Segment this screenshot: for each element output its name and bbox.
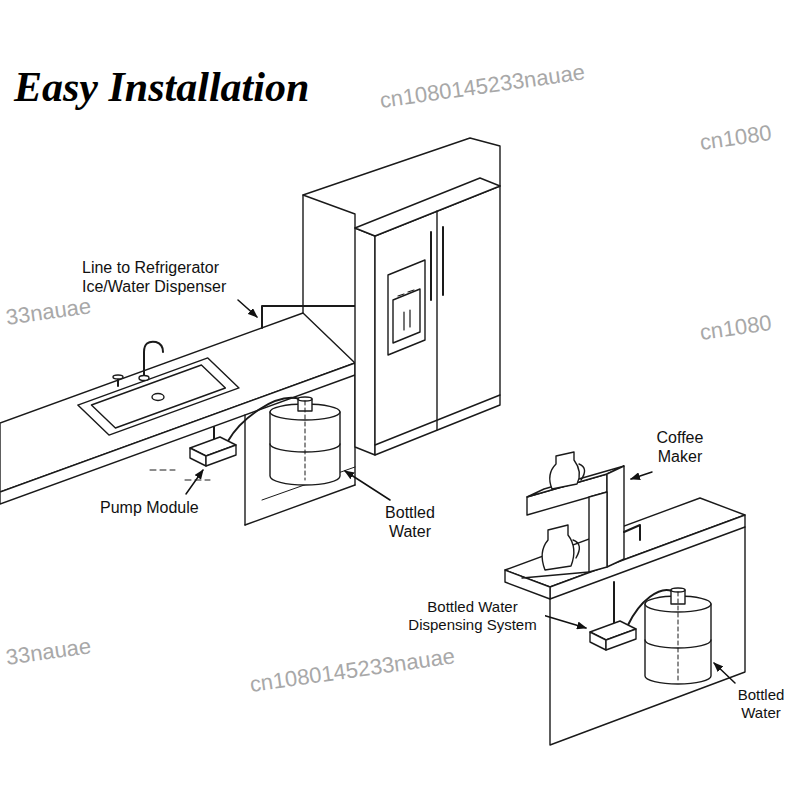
coffee-maker [542,525,574,570]
watermark: cn1080145233nauae [378,59,586,114]
watermark-box: cn1080145233nauae [378,59,586,114]
counter [505,570,550,599]
tall-cabinet [303,195,355,228]
callout-label: Bottled Water [730,686,792,722]
refrigerator [375,395,500,445]
sink [144,342,163,378]
watermark-box: cn1080 [698,120,773,156]
sink [139,376,149,381]
title-box: Easy Installation [14,64,309,110]
coffee-maker [573,540,579,558]
callout-box: Bottled Water [370,503,450,541]
callout-label: Bottled Water [370,503,450,541]
watermark-box: 33nauae [4,633,92,671]
watermark-box: cn1080 [698,310,773,346]
under-counter-bay [150,470,210,480]
refrigerator [431,227,443,300]
callout-label: Line to Refrigerator Ice/Water Dispenser [80,258,260,296]
coffee-maker [522,572,589,578]
callout-box: Bottled Water [730,686,792,722]
water-bottle [678,592,679,680]
leader-arrow [186,470,203,494]
pump-module [590,621,636,650]
supply-pipe [624,525,640,540]
water-bottle [645,588,711,684]
water-bottle [298,397,312,401]
refrigerator [388,260,425,355]
sink [152,394,164,401]
refrigerator [436,211,437,430]
kitchen-counter [0,313,355,504]
callout-label: Bottled Water Dispensing System [400,598,545,634]
coffee-maker [550,452,580,489]
refrigerator [355,178,500,455]
watermark-box: 33nauae [4,293,92,331]
watermark: 33nauae [4,633,92,671]
refrigerator [393,289,420,343]
water-bottle [305,401,306,480]
pump-module [590,632,606,650]
callout-box: Pump Module [98,498,218,517]
leader-arrow [345,471,390,500]
watermark: cn1080 [698,120,773,156]
callout-box: Coffee Maker [640,428,720,466]
sink [113,375,123,379]
coffee-maker [522,452,624,578]
watermark: cn1080 [698,310,773,346]
leader-arrow [238,300,257,317]
water-bottle [270,397,340,485]
title: Easy Installation [14,64,309,110]
refrigerator [398,290,414,330]
counter [550,515,745,599]
watermark: 33nauae [4,293,92,331]
watermark: cn1080145233nauae [248,643,456,698]
refrigerator [355,178,500,236]
callout-box: Line to Refrigerator Ice/Water Dispenser [80,258,260,296]
leader-arrow [631,472,652,479]
pump-module [190,448,206,466]
counter [550,527,745,745]
leader-arrow [186,300,735,683]
sink [91,365,225,428]
installation-illustration [0,138,745,745]
pump-module [606,629,636,650]
water-bottle [671,588,685,592]
sink [78,342,239,435]
pump-module [190,437,236,466]
supply-pipe [613,582,615,626]
watermark-box: cn1080145233nauae [248,643,456,698]
refrigerator [355,228,375,455]
callout-label: Coffee Maker [640,428,720,466]
callout-box: Bottled Water Dispensing System [400,598,545,634]
under-counter-bay [245,485,355,525]
coffee-maker [579,464,585,480]
coffee-maker [589,492,607,572]
coffee-maker [607,466,624,567]
water-line-pipe [262,306,355,328]
leader-arrow [714,663,735,683]
pump-module [206,445,236,466]
callout-label: Pump Module [98,498,218,517]
kitchen-counter [0,363,355,504]
under-counter-bay [244,415,245,525]
sink [78,358,239,435]
kitchen-counter [0,313,355,492]
